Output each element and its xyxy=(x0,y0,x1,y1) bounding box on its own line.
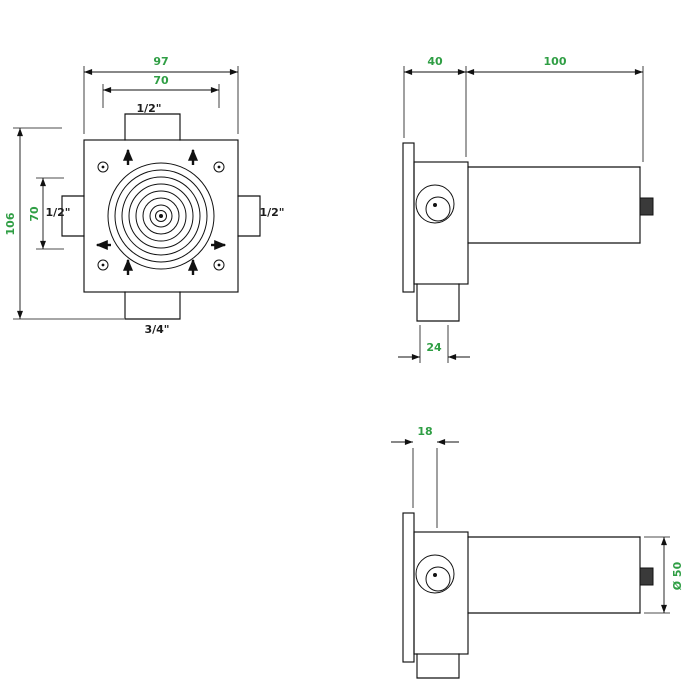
front-top-port-outline xyxy=(124,113,181,141)
front-screw-holes xyxy=(97,161,225,271)
flange-plate xyxy=(402,142,415,293)
valve-mid-block xyxy=(413,161,469,285)
side-lower-dim-face-offset: 18 xyxy=(391,425,459,528)
side-port-inner-circle xyxy=(425,196,451,222)
front-right-port-outline xyxy=(237,195,261,237)
dim-70-left: 70 xyxy=(28,206,41,222)
port-label-right: 1/2" xyxy=(259,206,284,219)
outlet-stub xyxy=(639,197,654,216)
dim-70-top: 70 xyxy=(153,74,169,87)
front-dim-height-inner: 70 xyxy=(28,177,64,250)
front-view: 97 70 106 70 1/2" 1/2" 1/2" 3/4" xyxy=(4,55,285,336)
dim-106: 106 xyxy=(4,212,17,235)
side-port-inner-circle xyxy=(425,566,451,592)
bottom-outlet-port xyxy=(416,283,460,322)
port-label-left: 1/2" xyxy=(45,206,70,219)
front-dim-width-total: 97 xyxy=(83,55,239,134)
port-label-top: 1/2" xyxy=(136,102,161,115)
side-lower-body-outline xyxy=(402,512,654,679)
bottom-outlet-port xyxy=(416,653,460,679)
side-view-upper: 40 100 24 xyxy=(398,55,654,363)
side-view-lower: 18 Ø 50 xyxy=(391,425,684,679)
front-body-square xyxy=(83,139,239,293)
dim-24: 24 xyxy=(426,341,442,354)
side-upper-body-outline xyxy=(402,142,654,322)
port-label-bottom: 3/4" xyxy=(144,323,169,336)
dim-97: 97 xyxy=(153,55,168,68)
front-bottom-port-outline xyxy=(124,291,181,320)
dim-diameter-50: Ø 50 xyxy=(671,561,684,590)
front-flow-arrows xyxy=(95,148,227,275)
front-body-outline xyxy=(61,113,261,320)
side-port-circle xyxy=(415,554,455,594)
front-dim-width-inner: 70 xyxy=(102,74,220,108)
outlet-stub xyxy=(639,567,654,586)
side-upper-dim-body-length: 100 xyxy=(466,55,644,162)
dim-18: 18 xyxy=(417,425,432,438)
side-upper-dim-outlet-offset: 24 xyxy=(398,325,470,363)
front-dim-height-total: 106 xyxy=(4,127,124,320)
side-lower-dim-diameter: Ø 50 xyxy=(644,536,684,614)
dim-40: 40 xyxy=(427,55,443,68)
front-cartridge-rings xyxy=(107,162,215,270)
side-port-circle xyxy=(415,184,455,224)
flange-plate xyxy=(402,512,415,663)
valve-mid-block xyxy=(413,531,469,655)
front-left-port-outline xyxy=(61,195,85,237)
dim-100: 100 xyxy=(544,55,567,68)
side-upper-dim-flange-depth: 40 xyxy=(403,55,467,157)
